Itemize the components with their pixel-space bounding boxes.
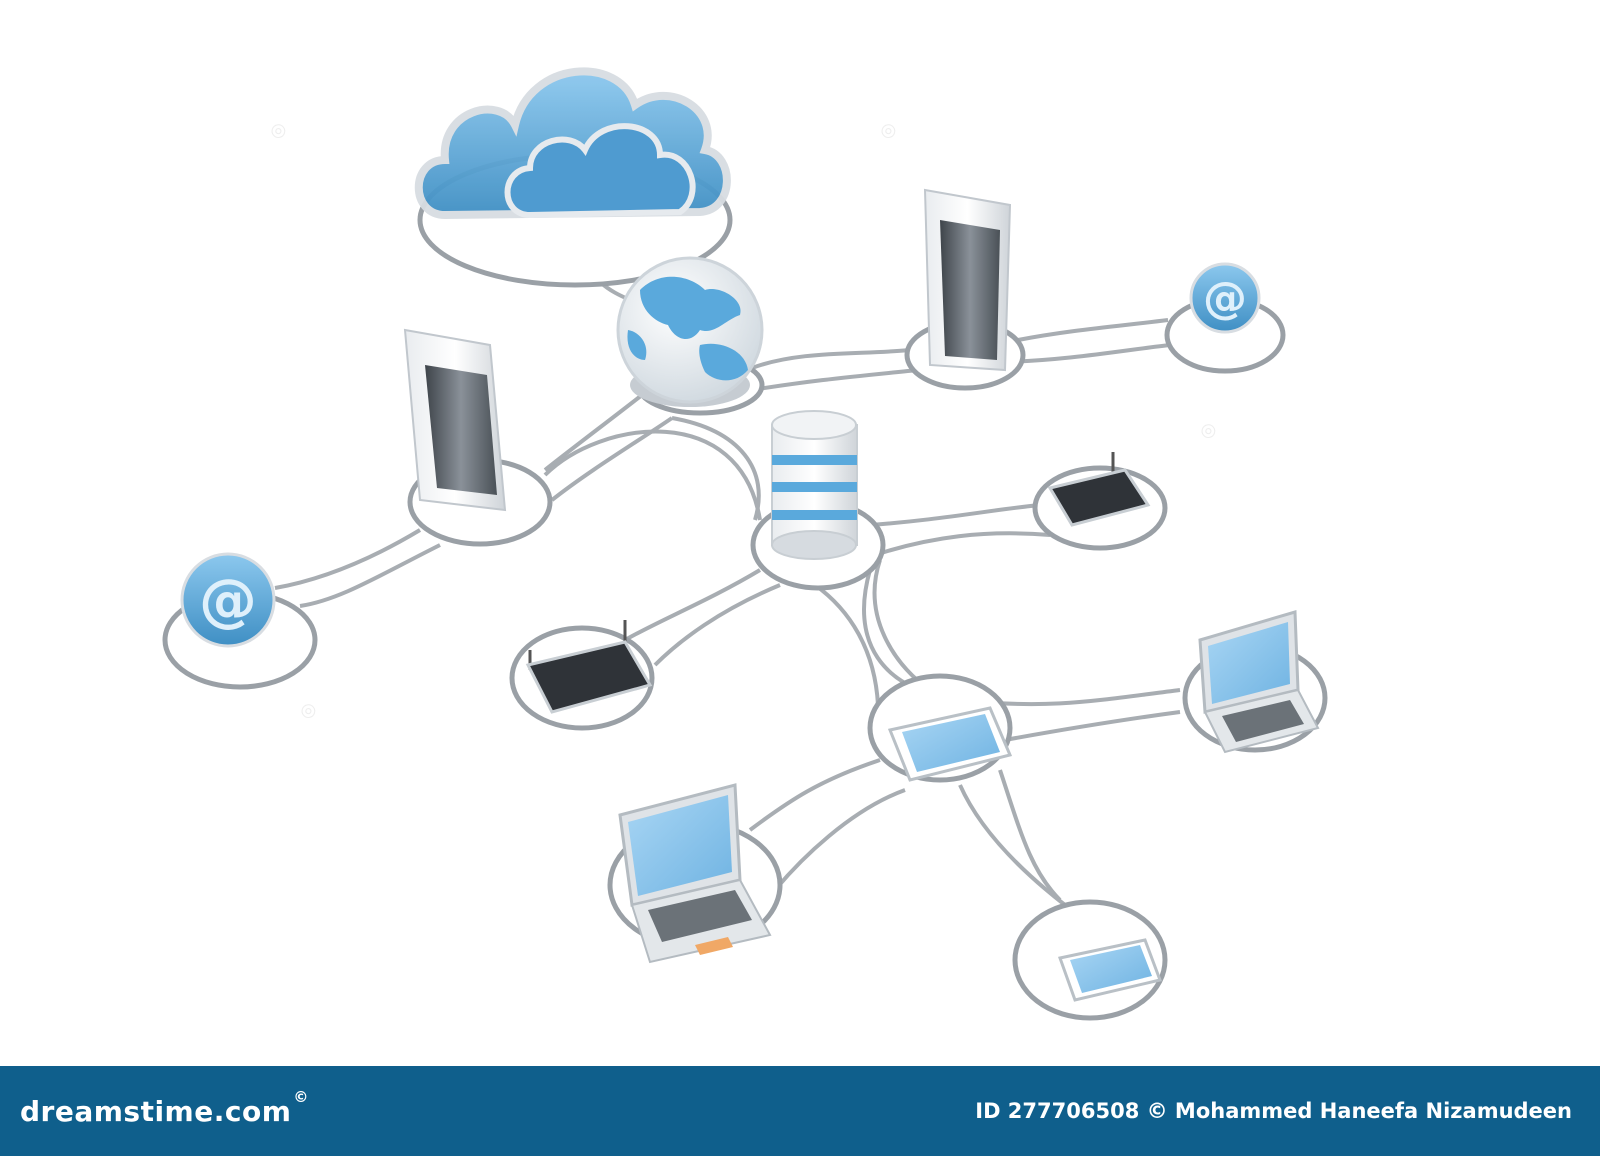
cable-globe-server-right: [751, 348, 911, 370]
at-sign-icon: @: [180, 552, 276, 648]
copyright-icon: ©: [293, 1088, 309, 1106]
cable-server-left-email-2: [299, 543, 441, 608]
cable-server-right-email-2: [1004, 343, 1171, 364]
brand-text: dreamstime.com: [20, 1094, 292, 1128]
image-credit: ID 277706508 © Mohammed Haneefa Nizamude…: [975, 1099, 1572, 1123]
cable-server-left-database: [543, 429, 762, 521]
svg-text:@: @: [1203, 273, 1247, 324]
cable-database-router-left: [624, 568, 762, 642]
globe-icon: [616, 256, 764, 407]
cable-globe-server-left: [543, 393, 644, 472]
cable-globe-server-left-2: [550, 416, 674, 502]
laptop-icon: [1198, 610, 1320, 754]
cable-tablet-tablet-bottom-2: [998, 769, 1062, 902]
cable-globe-database: [671, 416, 761, 521]
brand-logo[interactable]: dreamstime.com ©: [20, 1088, 308, 1128]
database-icon: [771, 410, 858, 560]
at-sign-icon: @: [1189, 262, 1261, 334]
cable-tablet-tablet-bottom: [958, 784, 1067, 907]
footer-bar: dreamstime.com © ID 277706508 © Mohammed…: [0, 1066, 1600, 1156]
laptop-icon: [618, 783, 772, 964]
server-tower-icon: [403, 328, 507, 512]
cloud-icon: [414, 67, 731, 220]
cable-database-router-right: [869, 503, 1041, 527]
cable-database-router-left-2: [653, 583, 781, 667]
cable-tablet-laptop-right: [1004, 710, 1181, 742]
tablet-icon: [887, 706, 1013, 782]
server-tower-icon: [923, 188, 1012, 372]
cable-globe-server-right-2: [739, 368, 919, 394]
network-cables: [274, 280, 1181, 907]
tablet-icon: [1058, 938, 1163, 1002]
cable-tablet-laptop-left-2: [773, 788, 906, 892]
cable-database-tablet-2: [872, 559, 932, 692]
cable-database-router-right-2: [859, 531, 1051, 562]
cable-tablet-laptop-left: [748, 758, 881, 832]
svg-text:@: @: [199, 566, 257, 634]
network-illustration: @ @: [162, 67, 1328, 1021]
cable-server-right-email: [1017, 318, 1169, 342]
router-icon: [525, 620, 653, 714]
cable-server-left-email: [274, 528, 422, 590]
router-icon: [1047, 452, 1151, 527]
cable-database-tablet: [813, 583, 880, 706]
